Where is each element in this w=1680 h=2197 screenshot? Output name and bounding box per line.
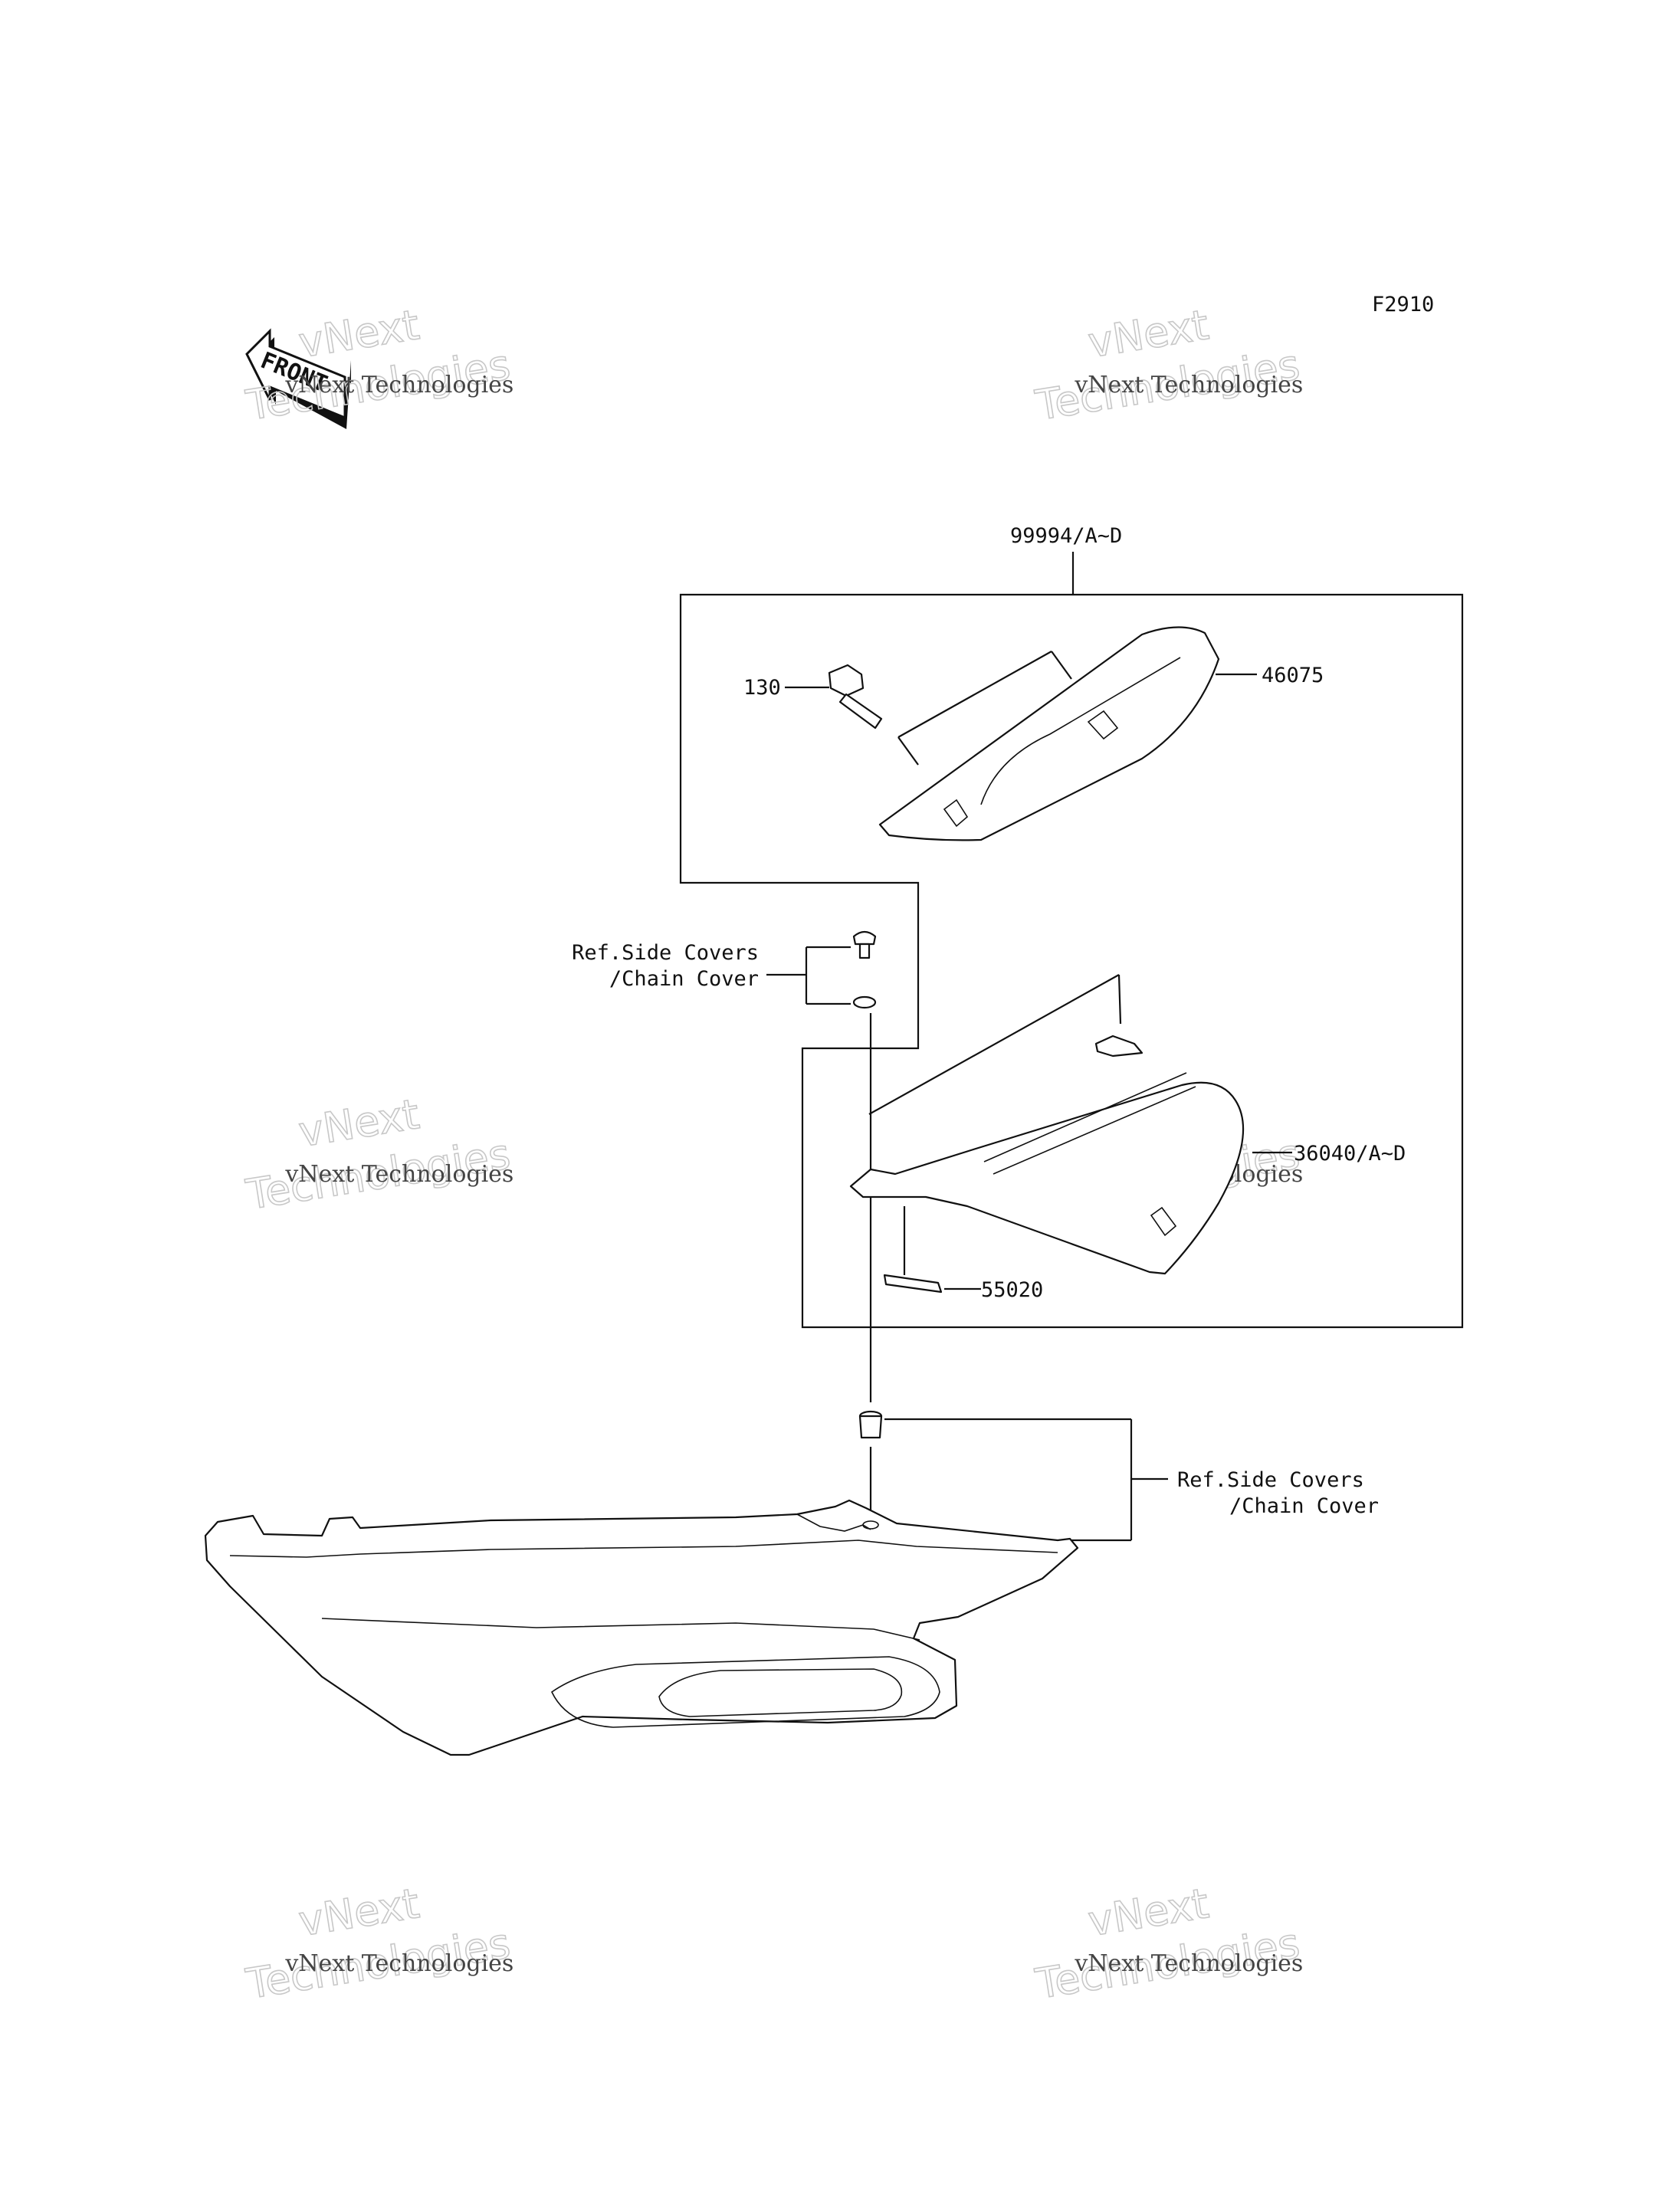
svg-text:vNext Technologies: vNext Technologies (284, 372, 514, 398)
callout-55020: 55020 (981, 1278, 1043, 1302)
callout-99994: 99994/A~D (1010, 524, 1122, 548)
svg-text:vNext Technologies: vNext Technologies (1074, 372, 1303, 398)
side-cover-body (204, 1447, 1079, 1756)
figure-code: F2910 (1372, 293, 1434, 316)
svg-text:vNext Technologies: vNext Technologies (284, 1950, 514, 1977)
callout-130: 130 (743, 676, 781, 700)
bolt-130: 130 (743, 664, 883, 730)
kit-bracket (679, 593, 1464, 1329)
callout-ref-top-line2: /Chain Cover (609, 967, 759, 991)
callout-ref-top-line1: Ref.Side Covers (572, 941, 759, 965)
svg-text:vNext Technologies: vNext Technologies (284, 1161, 514, 1188)
watermark-bottom-right: vNext Technologies vNext Technologies (1032, 1878, 1304, 2008)
watermark-bottom-left: vNext Technologies vNext Technologies (242, 1878, 514, 2008)
grip-46075: 46075 (878, 626, 1324, 841)
watermark-top-right: vNext Technologies vNext Technologies (1032, 300, 1304, 430)
ref-fasteners-top: Ref.Side Covers /Chain Cover (572, 930, 877, 1009)
callout-36040: 36040/A~D (1294, 1142, 1406, 1166)
cover-36040: 36040/A~D (849, 974, 1406, 1275)
callout-ref-bottom-line1: Ref.Side Covers (1177, 1468, 1364, 1492)
svg-text:vNext Technologies: vNext Technologies (1074, 1950, 1303, 1977)
callout-ref-bottom-line2: /Chain Cover (1229, 1494, 1379, 1518)
ref-fastener-bottom: Ref.Side Covers /Chain Cover (858, 1410, 1379, 1542)
watermark-mid-left: vNext Technologies vNext Technologies (242, 1089, 514, 1219)
callout-46075: 46075 (1262, 664, 1324, 687)
emblem-55020: 55020 (883, 1206, 1043, 1302)
